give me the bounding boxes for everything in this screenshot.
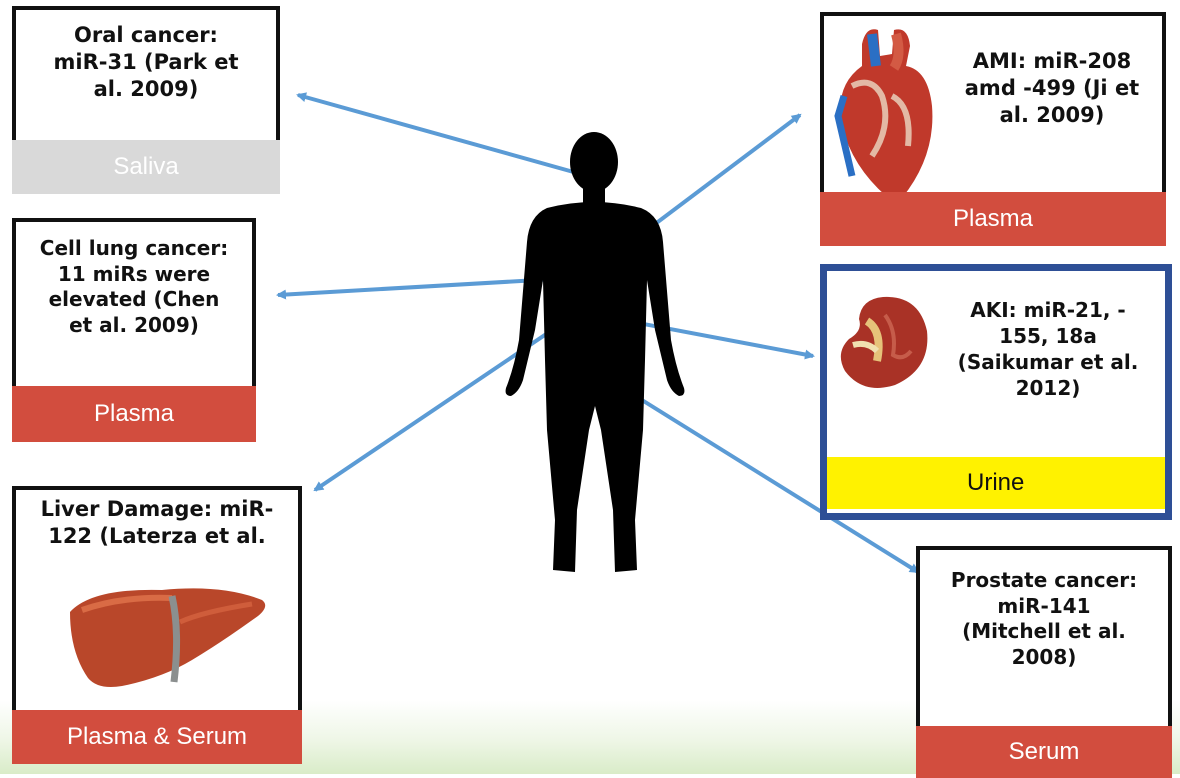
ami-text: AMI: miR-208 amd -499 (Ji et al. 2009) [942, 48, 1162, 129]
urine-label: Urine [827, 457, 1165, 509]
liver-icon [62, 582, 272, 692]
prostate-serum-label: Serum [916, 726, 1172, 778]
saliva-label: Saliva [12, 140, 280, 194]
aki-text: AKI: miR-21, - 155, 18a (Saikumar et al.… [931, 297, 1165, 401]
liver-fluid-label: Plasma & Serum [12, 710, 302, 764]
prostate-cancer-box: Prostate cancer: miR-141 (Mitchell et al… [916, 546, 1172, 774]
ami-box: AMI: miR-208 amd -499 (Ji et al. 2009) P… [820, 12, 1166, 246]
ami-plasma-label: Plasma [820, 192, 1166, 246]
kidney-icon [833, 291, 933, 391]
lung-plasma-label: Plasma [12, 386, 256, 442]
prostate-cancer-text: Prostate cancer: miR-141 (Mitchell et al… [920, 568, 1168, 670]
liver-damage-text: Liver Damage: miR- 122 (Laterza et al. [16, 496, 298, 550]
lung-cancer-text: Cell lung cancer: 11 miRs were elevated … [16, 236, 252, 338]
liver-damage-box: Liver Damage: miR- 122 (Laterza et al. P… [12, 486, 302, 764]
oral-cancer-box: Oral cancer: miR-31 (Park et al. 2009) S… [12, 6, 280, 194]
oral-cancer-text: Oral cancer: miR-31 (Park et al. 2009) [16, 22, 276, 103]
lung-cancer-box: Cell lung cancer: 11 miRs were elevated … [12, 218, 256, 442]
heart-icon [832, 26, 940, 204]
aki-box: AKI: miR-21, - 155, 18a (Saikumar et al.… [820, 264, 1172, 520]
human-silhouette-icon [495, 130, 695, 580]
